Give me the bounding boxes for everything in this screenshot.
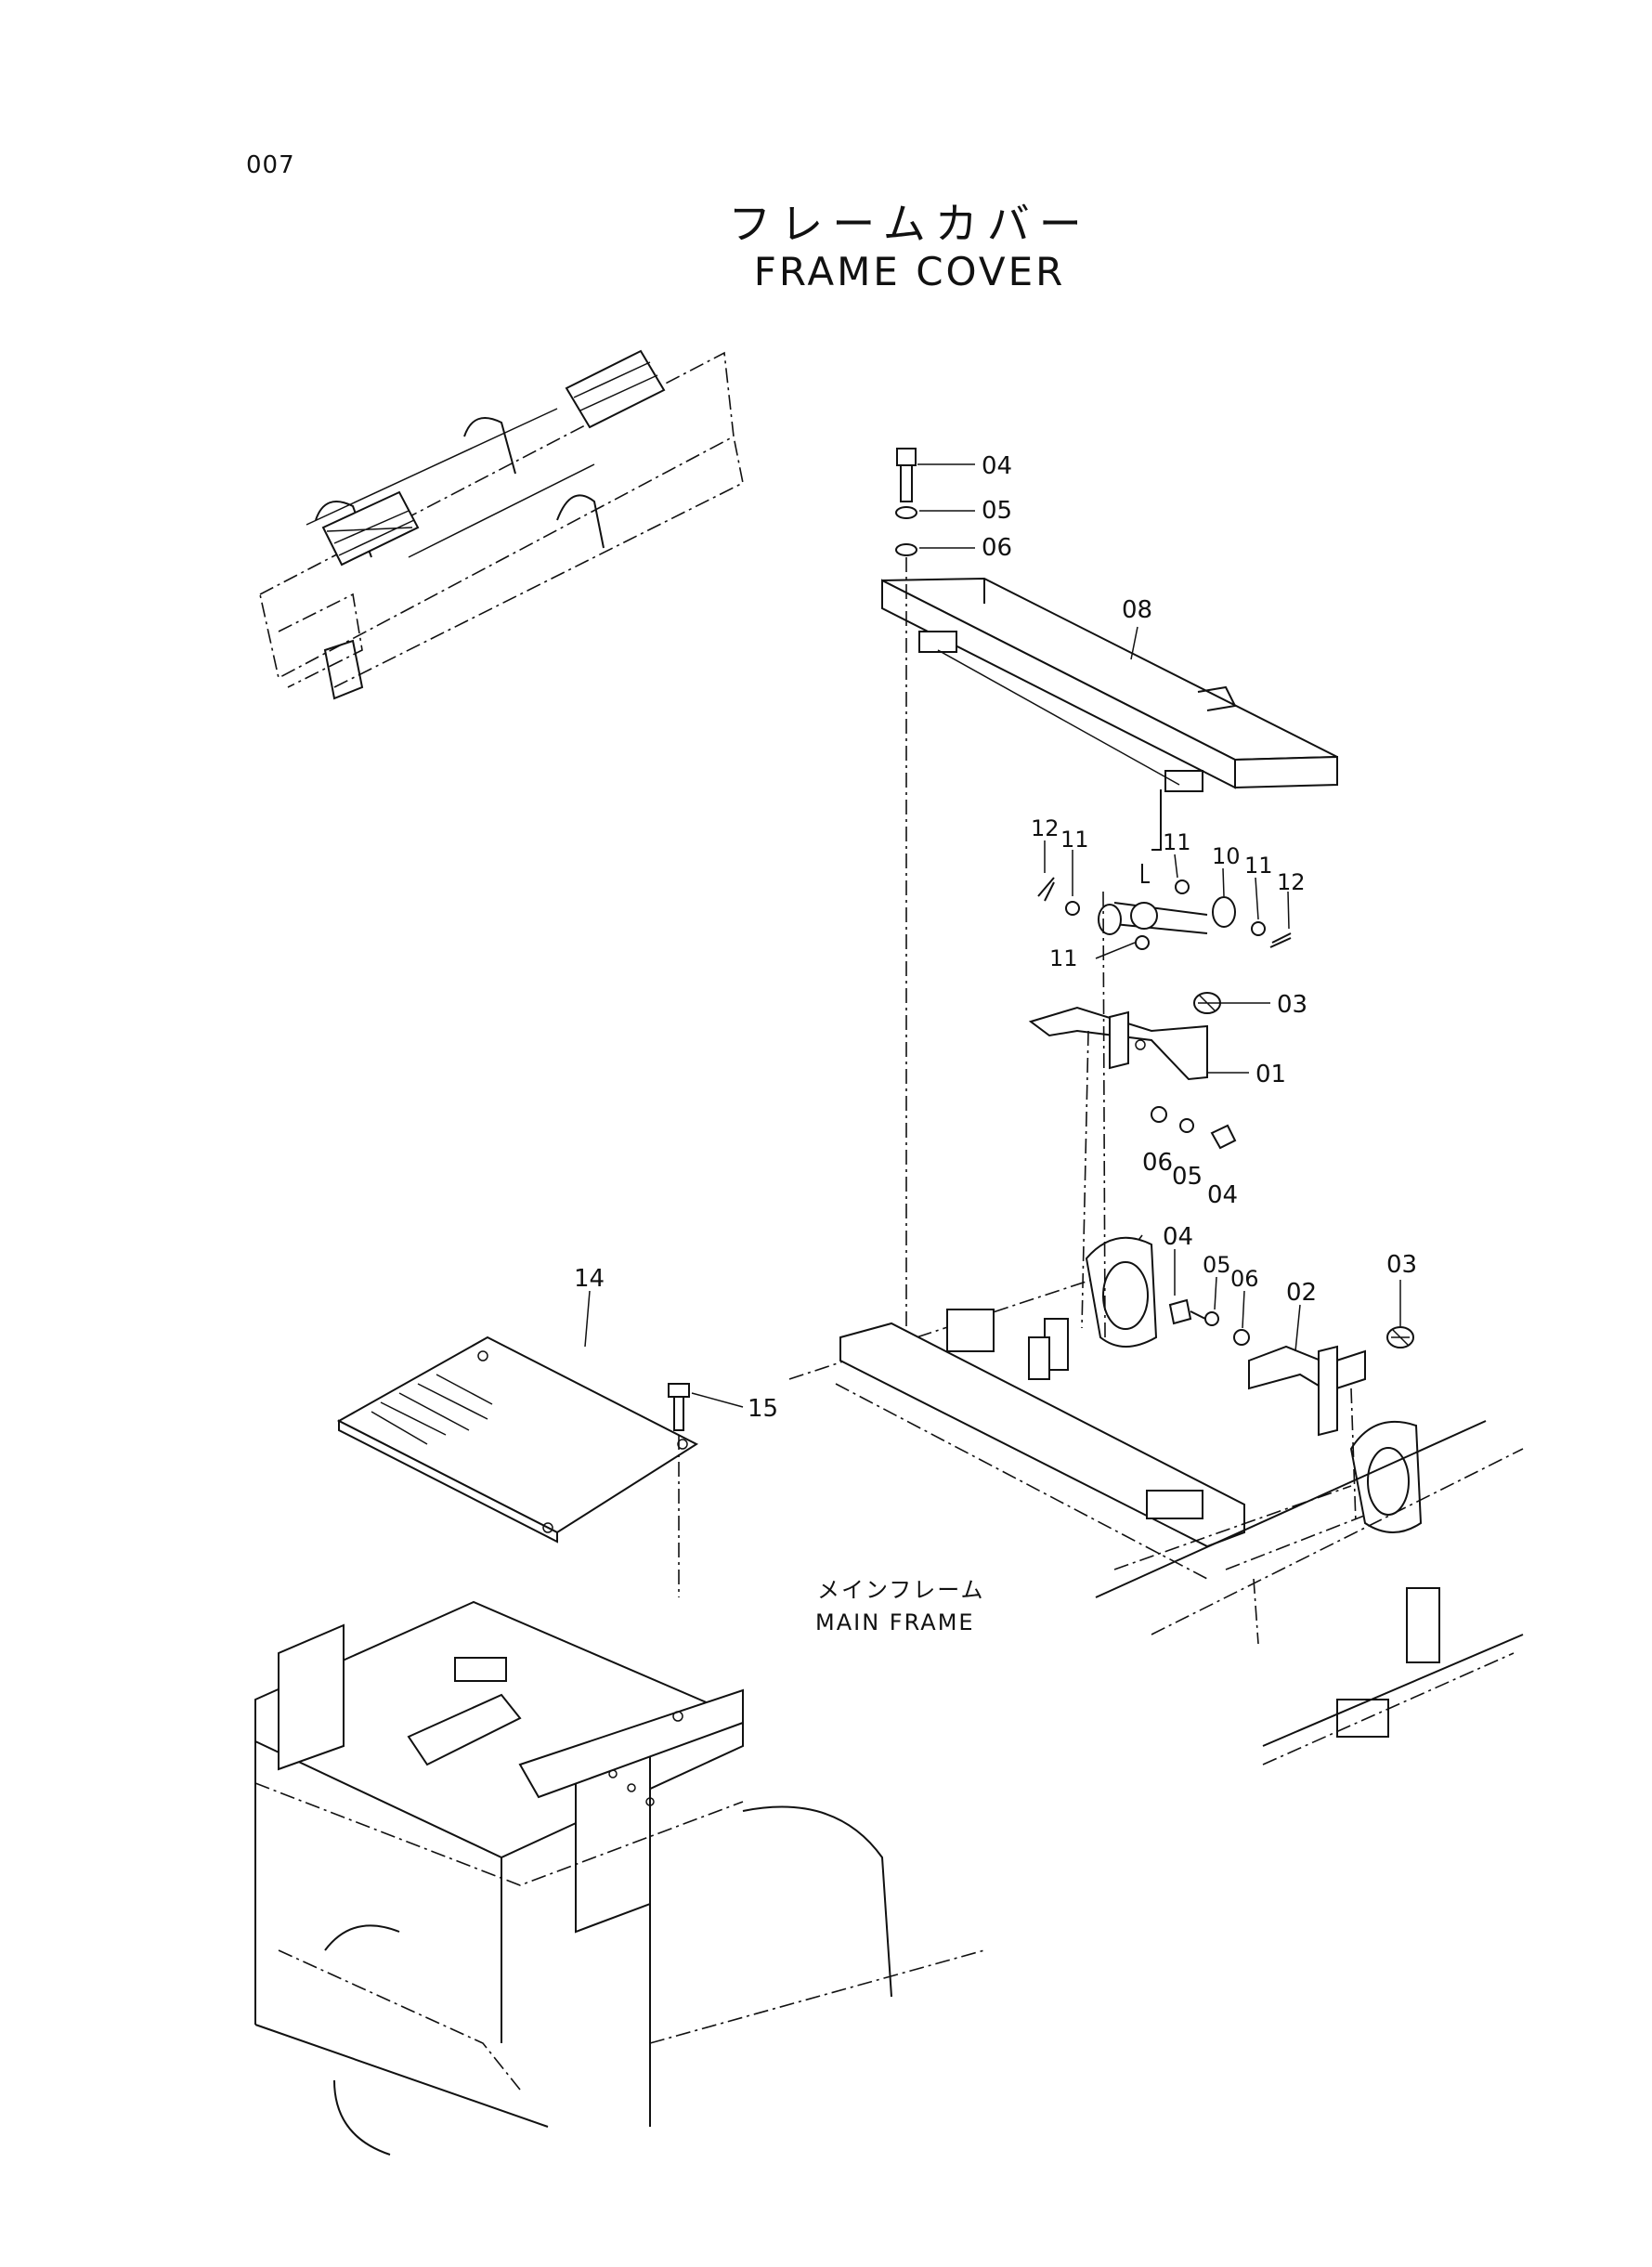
part-14-plate: [336, 1335, 699, 1544]
callout-02: 02: [1286, 1279, 1317, 1307]
callout-11-lower: 11: [1049, 945, 1078, 971]
part-08-cover: [881, 577, 1338, 851]
machine-body-drawing: [254, 1600, 985, 2156]
callout-10: 10: [1212, 843, 1241, 869]
callout-06-top: 06: [982, 534, 1012, 562]
callout-05-right: 05: [1203, 1252, 1231, 1278]
callout-03-upper: 03: [1277, 991, 1307, 1019]
leader-lines: [584, 463, 1401, 1408]
callout-12-left: 12: [1031, 815, 1060, 841]
main-frame-label-jp: メインフレーム: [817, 1577, 985, 1603]
main-frame-drawing: [788, 1234, 1524, 1765]
callout-04-mid: 04: [1207, 1181, 1238, 1209]
overview-sketch: [259, 349, 744, 700]
callout-05-mid: 05: [1172, 1163, 1203, 1191]
callout-01: 01: [1255, 1061, 1286, 1088]
callout-11-left: 11: [1060, 827, 1089, 853]
callout-05-top: 05: [982, 497, 1012, 525]
fasteners-top: [895, 448, 917, 556]
callout-03-right: 03: [1386, 1251, 1417, 1279]
assembly-lines: [905, 557, 1357, 1524]
title-english: FRAME COVER: [753, 249, 1066, 294]
main-frame-label-en: MAIN FRAME: [815, 1609, 975, 1635]
callout-04-top: 04: [982, 452, 1012, 480]
callout-06-right: 06: [1230, 1266, 1259, 1292]
callout-06-mid: 06: [1142, 1149, 1173, 1177]
callout-08: 08: [1122, 596, 1152, 624]
callout-04-right: 04: [1163, 1223, 1193, 1251]
part-01-bracket: [1028, 992, 1237, 1150]
callout-labels: 04 05 06 08 12 11 11 10 11 12 11 03 01 0…: [574, 452, 1417, 1423]
page-number: 007: [246, 151, 295, 179]
callout-14: 14: [574, 1265, 605, 1293]
title-japanese: フレームカバー: [728, 199, 1091, 249]
hinge-spring-assembly: [1037, 864, 1292, 950]
callout-11-right: 11: [1244, 853, 1273, 879]
fasteners-right: [1168, 1298, 1414, 1437]
callout-11-mid: 11: [1163, 829, 1191, 855]
callout-15: 15: [748, 1395, 778, 1423]
part-15-bolt: [668, 1383, 690, 1597]
callout-12-right: 12: [1277, 869, 1306, 895]
